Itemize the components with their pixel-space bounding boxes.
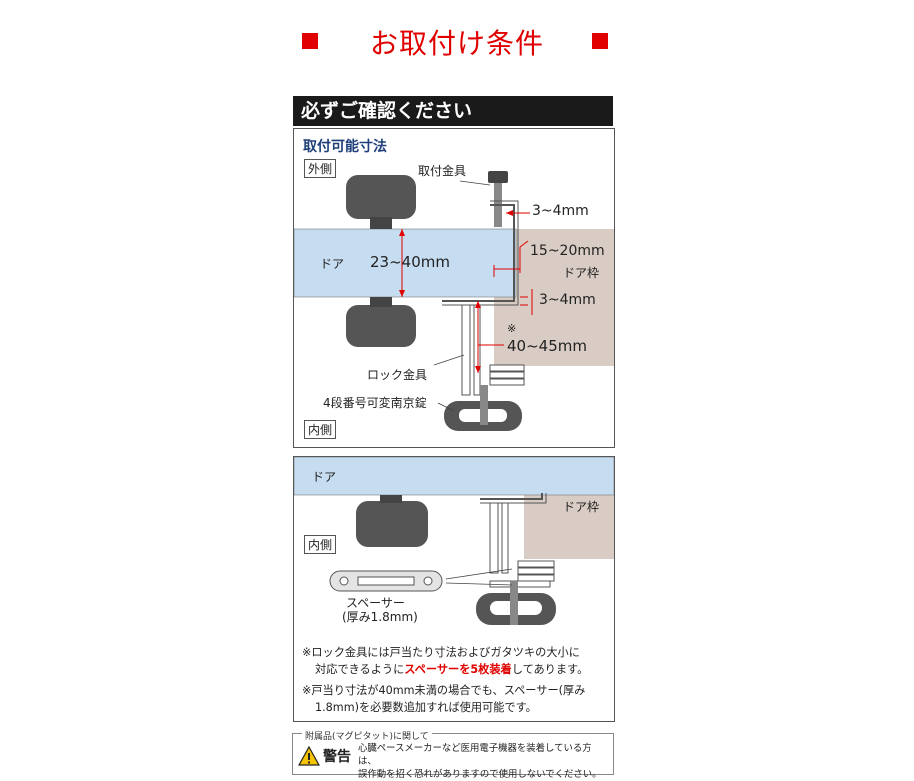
warning-line-2: 誤作動を招く恐れがありますので使用しないでください。 [358, 769, 602, 780]
warning-triangle-icon [298, 746, 320, 766]
diagram-mount-dimensions [293, 128, 615, 448]
warning-text: 心臓ペースメーカーなど医用電子機器を装着している方は、 誤作動を招く恐れがありま… [358, 742, 610, 781]
door-shape [293, 228, 517, 298]
note-2: ※戸当り寸法が40mm未満の場合でも、スペーサー(厚み 1.8mm)を必要数追加… [302, 682, 585, 716]
warning-title: 警告 [323, 749, 351, 765]
spacer-thickness-label: (厚み1.8mm) [342, 610, 418, 624]
lock-depth-mark: ※ [507, 322, 517, 335]
lock-depth-label: 40~45mm [507, 337, 587, 355]
diagram2-svg [293, 456, 615, 625]
bracket-label: 取付金具 [418, 164, 467, 178]
warning-box [292, 733, 614, 775]
note-1: ※ロック金具には戸当たり寸法およびガタツキの大小に 対応できるようにスペーサーを… [302, 644, 588, 678]
note-1-line-a: ※ロック金具には戸当たり寸法およびガタツキの大小に [302, 646, 580, 659]
door-shape-2 [293, 456, 615, 496]
inside-label-2: 内側 [304, 535, 337, 554]
gap-mid-label: 3~4mm [539, 292, 596, 308]
diagram-spacer [293, 456, 615, 722]
frame-offset-label: 15~20mm [530, 243, 605, 259]
door-label: ドア [320, 257, 345, 271]
frame-label: ドア枠 [563, 266, 600, 280]
inside-label: 内側 [304, 420, 337, 439]
section-header: 必ずご確認ください [293, 96, 613, 126]
lock-bracket-label: ロック金具 [367, 368, 428, 382]
title-square-left-icon [302, 33, 318, 49]
note-2-line-a: ※戸当り寸法が40mm未満の場合でも、スペーサー(厚み [302, 684, 586, 697]
note-1-highlight: スペーサーを5枚装着 [404, 663, 512, 676]
warning-legend: 附属品(マグピタット)に関して [302, 729, 432, 742]
note-1-pre: 対応できるように [315, 663, 405, 676]
gap-top-label: 3~4mm [532, 203, 589, 219]
door-frame-shape-2 [524, 493, 614, 559]
door-thickness-label: 23~40mm [370, 253, 450, 271]
outside-knob-icon [346, 175, 416, 219]
page-title: お取付け条件 [369, 27, 544, 60]
spacer-label: スペーサー [346, 596, 405, 610]
diagram1-subtitle: 取付可能寸法 [303, 139, 387, 155]
note-1-post: してあります。 [511, 663, 589, 676]
door-label-2: ドア [312, 470, 337, 484]
note-1-line-b: 対応できるようにスペーサーを5枚装着してあります。 [302, 661, 588, 678]
inside-knob-icon-2 [356, 501, 428, 547]
outside-label: 外側 [304, 159, 337, 178]
title-square-right-icon [592, 33, 608, 49]
frame-label-2: ドア枠 [563, 500, 600, 514]
diagram1-svg [293, 171, 614, 431]
note-2-line-b: 1.8mm)を必要数追加すれば使用可能です。 [315, 701, 537, 714]
inside-knob-icon [346, 305, 416, 347]
warning-line-1: 心臓ペースメーカーなど医用電子機器を装着している方は、 [358, 743, 592, 767]
lock-label: 4段番号可変南京錠 [323, 396, 427, 410]
